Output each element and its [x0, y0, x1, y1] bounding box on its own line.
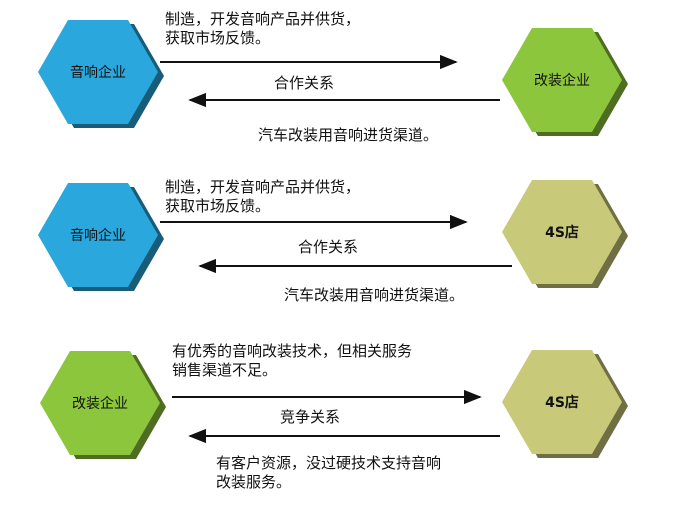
- text-line: 获取市场反馈。: [165, 197, 271, 215]
- backward-description: 有客户资源，没过硬技术支持音响 改装服务。: [216, 454, 441, 492]
- text-line: 汽车改装用音响进货渠道。: [258, 126, 439, 144]
- relation-label: 合作关系: [274, 74, 335, 92]
- hex-node-audio-company: 音响企业: [38, 183, 164, 291]
- text-line: 有优秀的音响改装技术，但相关服务: [172, 342, 413, 360]
- relation-label: 竞争关系: [280, 408, 341, 426]
- text-line: 销售渠道不足。: [172, 361, 278, 379]
- node-label: 4S店: [545, 224, 579, 241]
- text-line: 获取市场反馈。: [165, 29, 271, 47]
- backward-description: 汽车改装用音响进货渠道。: [258, 126, 438, 145]
- hex-node-4s-store: 4S店: [502, 350, 628, 458]
- hex-body: [502, 350, 622, 454]
- row-2: 音响企业 4S店: [38, 180, 628, 291]
- node-label: 改装企业: [534, 72, 590, 89]
- row-3: 改装企业 4S店: [40, 350, 628, 459]
- node-label: 音响企业: [70, 227, 126, 244]
- node-label: 音响企业: [70, 64, 126, 81]
- backward-description: 汽车改装用音响进货渠道。: [284, 286, 464, 305]
- hex-node-4s-store: 4S店: [502, 180, 628, 288]
- node-label: 4S店: [545, 394, 579, 411]
- hex-body: [502, 28, 622, 132]
- node-label: 改装企业: [72, 395, 128, 412]
- text-line: 制造，开发音响产品并供货，: [165, 10, 361, 28]
- hex-body: [40, 351, 160, 455]
- forward-description: 制造，开发音响产品并供货， 获取市场反馈。: [165, 10, 360, 48]
- text-line: 汽车改装用音响进货渠道。: [284, 286, 465, 304]
- hex-node-modification-company: 改装企业: [40, 351, 166, 459]
- row-1: 音响企业 改装企业: [38, 20, 628, 136]
- forward-description: 制造，开发音响产品并供货， 获取市场反馈。: [165, 178, 360, 216]
- forward-description: 有优秀的音响改装技术，但相关服务 销售渠道不足。: [172, 342, 412, 380]
- text-line: 制造，开发音响产品并供货，: [165, 178, 361, 196]
- hex-node-audio-company: 音响企业: [38, 20, 164, 128]
- text-line: 改装服务。: [216, 473, 292, 491]
- hex-body: [38, 183, 158, 287]
- hex-body: [38, 20, 158, 124]
- hex-body: [502, 180, 622, 284]
- text-line: 有客户资源，没过硬技术支持音响: [216, 454, 442, 472]
- hex-node-modification-company: 改装企业: [502, 28, 628, 136]
- relation-label: 合作关系: [298, 238, 359, 256]
